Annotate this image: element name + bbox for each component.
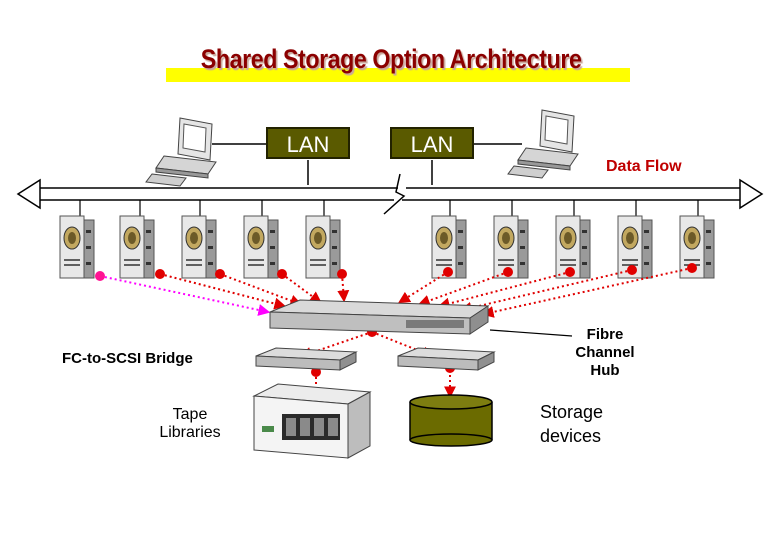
magenta-link [99,275,271,316]
workstation-icon [145,117,217,187]
storage-label-line1: Storage [540,402,604,422]
tape-label-line1: Tape [172,406,208,423]
hub-label: Fibre Channel Hub [560,326,650,380]
server-tower-icon [59,215,95,279]
page-title: Shared Storage Option Architecture [200,44,582,74]
server-tower-icon [181,215,217,279]
tower-drops [79,200,699,216]
lan-backbone [16,173,764,215]
tape-label: Tape Libraries [144,406,236,442]
lan-box-right: LAN [390,127,474,159]
fc-scsi-bridge-icon [397,347,496,371]
fc-scsi-bridge-icon [255,347,358,371]
hub-label-line3: Hub [590,362,620,379]
tape-library-icon [252,383,372,459]
hub-label-line2: Channel [575,344,635,361]
data-flow-label: Data Flow [606,158,682,175]
server-tower-icon [119,215,155,279]
tape-label-line2: Libraries [159,424,221,441]
bridge-label: FC-to-SCSI Bridge [62,350,193,367]
fibre-channel-hub-icon [269,299,490,335]
storage-drum-icon [409,394,493,447]
storage-label: Storage devices [540,400,603,448]
server-tower-icon [243,215,279,279]
connection-points [95,263,697,377]
title-highlight [166,68,630,82]
hub-label-line1: Fibre [586,326,624,343]
storage-label-line2: devices [540,426,602,446]
server-tower-icon [305,215,341,279]
lan-box-left: LAN [266,127,350,159]
hub-callout [489,329,573,337]
